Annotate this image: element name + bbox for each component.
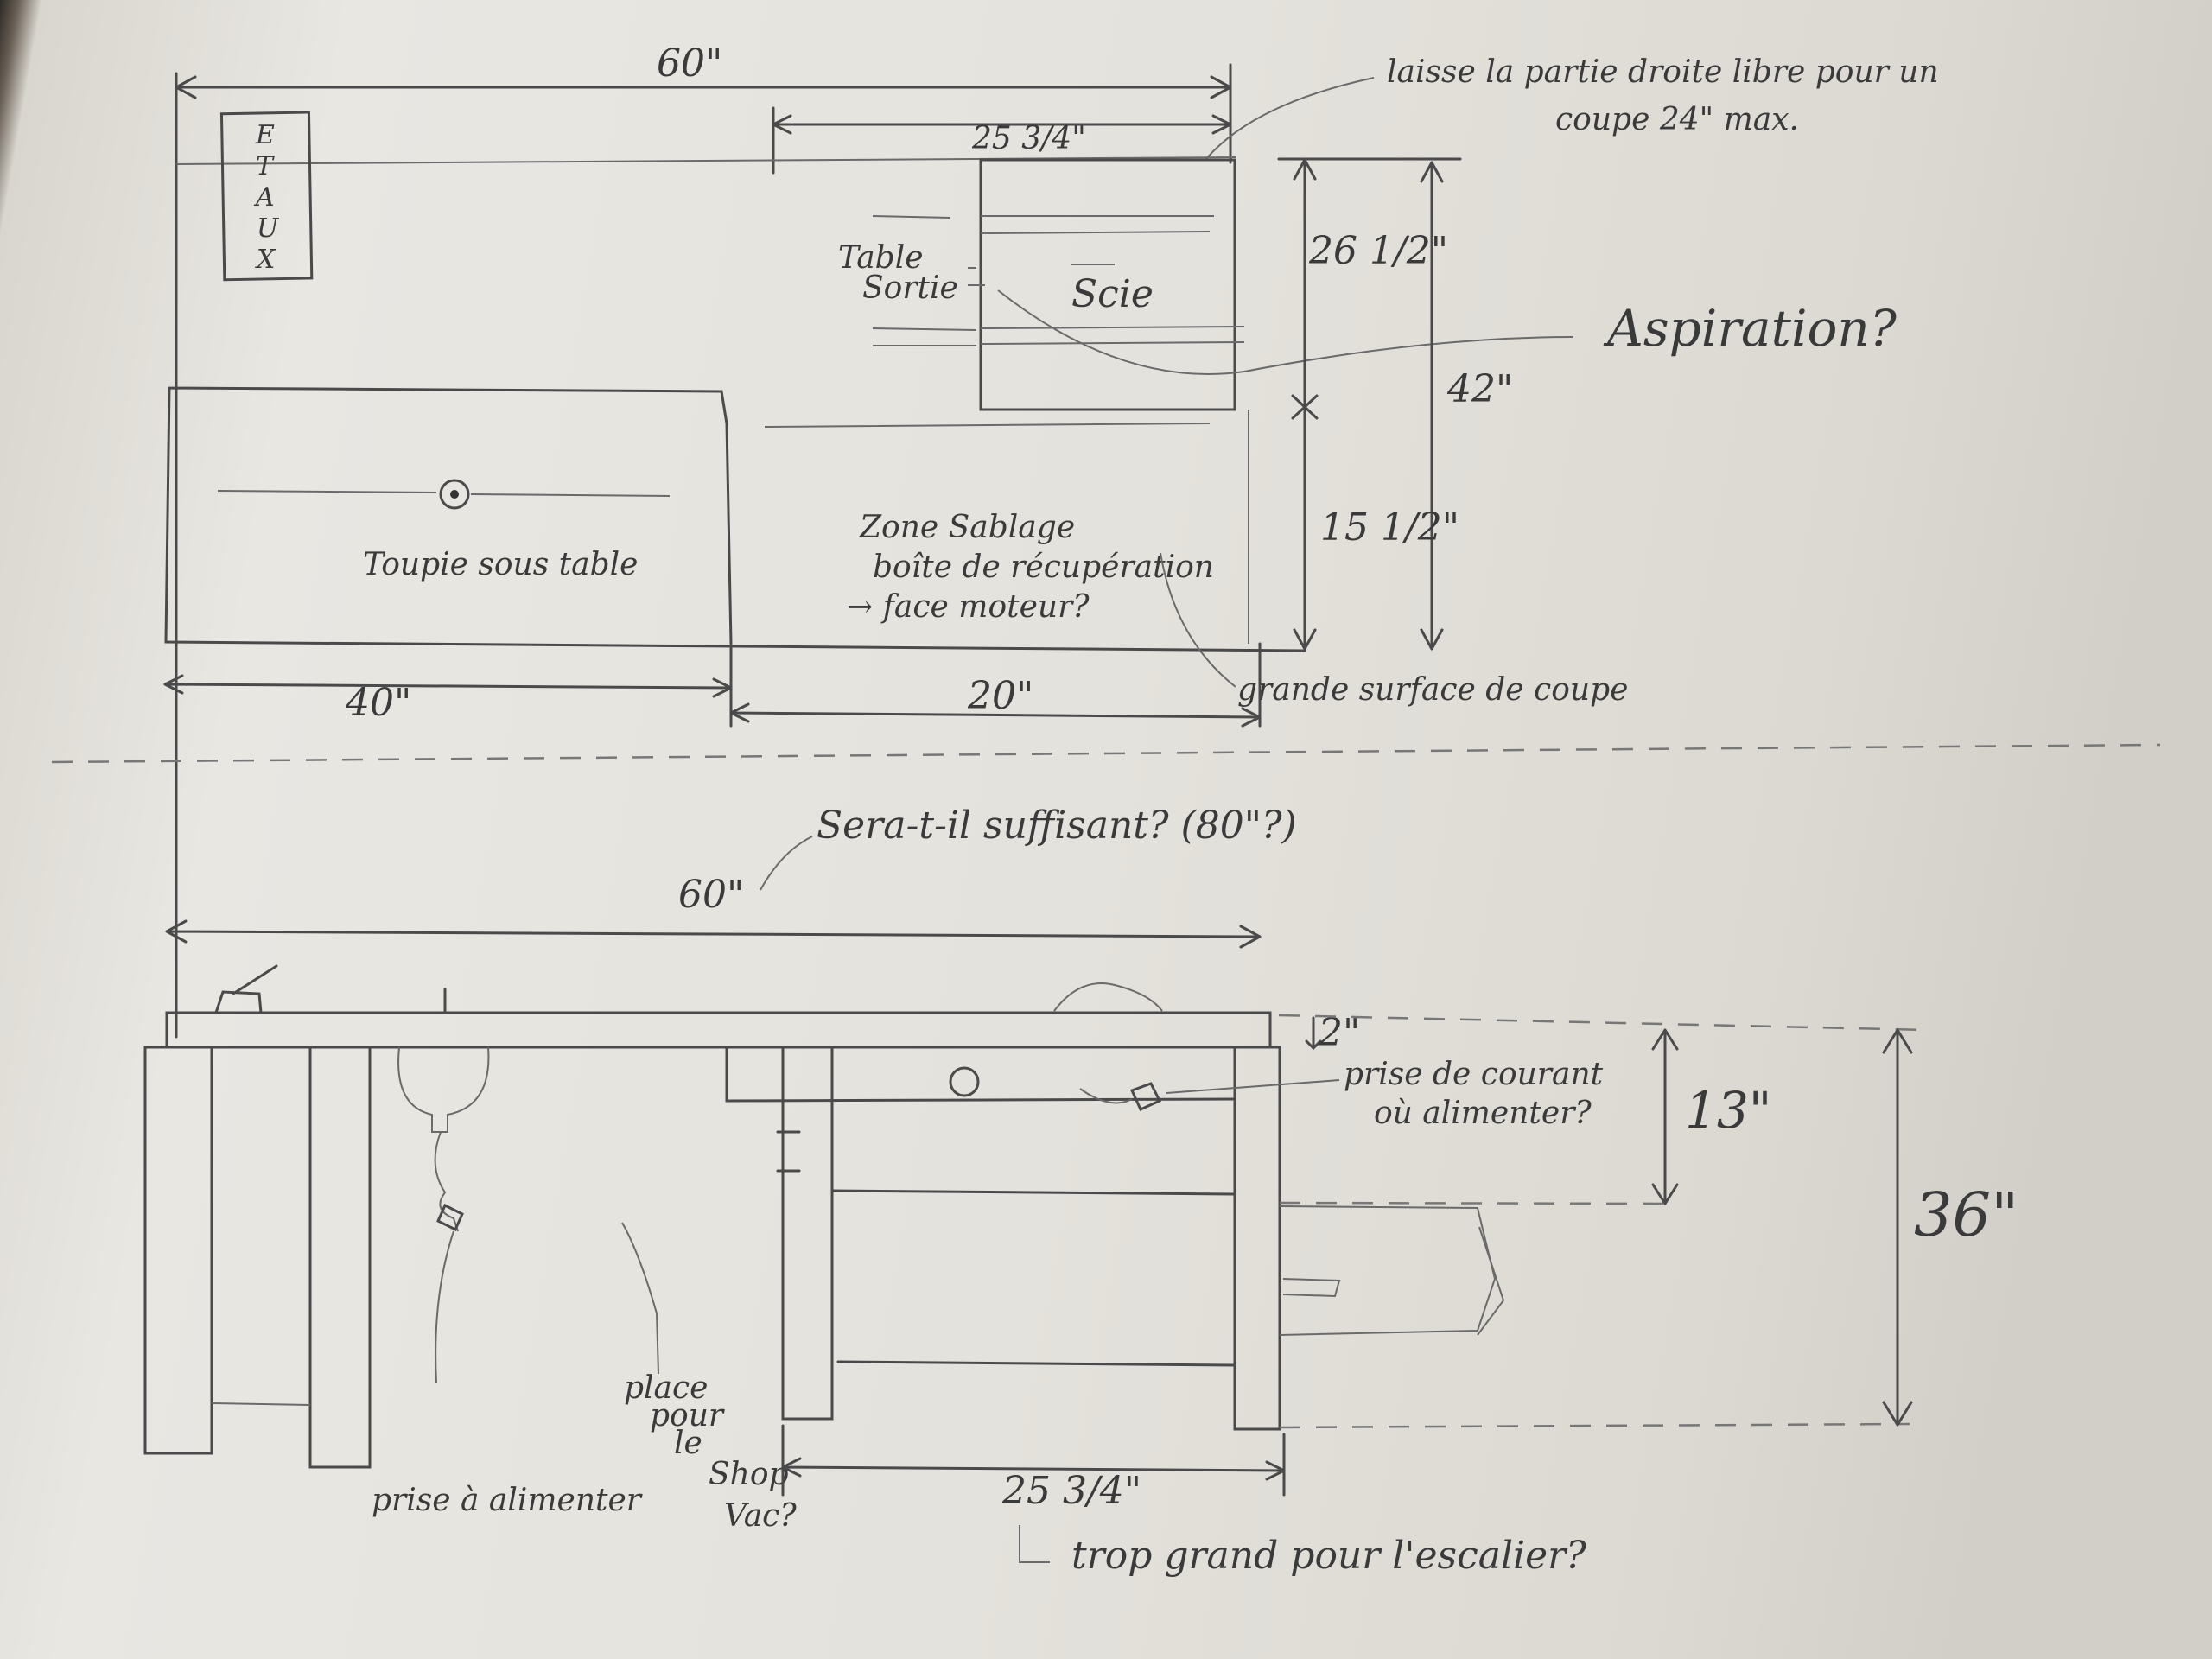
pullout-drawer [1279, 1205, 1505, 1336]
router-label: Toupie sous table [363, 547, 638, 582]
saw-blade-icon [1053, 982, 1163, 1012]
saw-fence-lines [872, 215, 1245, 346]
dim-label-25-3-4: 25 3/4" [971, 121, 1086, 156]
vise-letter: X [255, 245, 276, 275]
dust-collection-note: Aspiration? [1603, 299, 1897, 358]
vise-letter: T [256, 151, 275, 181]
vise-handle [214, 964, 278, 1014]
vise-letter: A [253, 182, 275, 213]
shop-vac-label: Shop [709, 1457, 789, 1492]
dim-60-top [175, 63, 1232, 1039]
dim-label-13: 13" [1685, 1081, 1771, 1140]
outlet-icon [1129, 1082, 1162, 1111]
outfeed-label: Sortie [862, 270, 958, 306]
dim-label-42: 42" [1446, 367, 1513, 411]
outlet-note: prise de courant [1344, 1057, 1604, 1092]
power-outlet-label: prise à alimenter [372, 1483, 643, 1518]
dim-36 [1882, 1028, 1913, 1427]
dim-13 [1651, 1028, 1679, 1205]
router-table [164, 386, 1306, 652]
dim-label-25-3-4-bottom: 25 3/4" [1001, 1469, 1141, 1513]
shop-vac-label: le [674, 1426, 702, 1461]
stretcher-left [211, 1402, 311, 1406]
front-view: Sera-t-il suffisant? (80"?) 60" place po… [143, 804, 2018, 1578]
reference-lines [1278, 1014, 1928, 1429]
dim-label-26-1-2: 26 1/2" [1308, 229, 1448, 273]
shop-vac-label: pour [650, 1398, 725, 1433]
hinge-marks [776, 1130, 801, 1173]
switch-icon [949, 1066, 980, 1097]
note-right-side: laisse la partie droite libre pour un [1387, 54, 1939, 90]
plug-icon [436, 1203, 464, 1232]
router-fence [217, 490, 671, 497]
view-separator [51, 743, 2161, 764]
outlet-leader [1079, 1079, 1340, 1104]
dim-2 [1305, 1016, 1322, 1051]
shop-vac-label: place [624, 1370, 709, 1406]
leader-line [760, 836, 813, 891]
top-edge [175, 156, 1236, 165]
dim-label-40: 40" [345, 681, 411, 725]
top-view: 60" 25 3/4" E T A U X laisse la partie d… [163, 41, 1939, 1039]
router-bit-center [450, 490, 459, 499]
outlet-note: où alimenter? [1374, 1096, 1592, 1131]
dim-label-36: 36" [1914, 1179, 2018, 1250]
leg-center [781, 1046, 834, 1421]
vise-letter: E [255, 120, 275, 150]
leader-line [1205, 77, 1375, 161]
dim-label-60-front: 60" [678, 873, 744, 917]
leg-left-back [308, 1046, 372, 1469]
vise-letter: U [257, 213, 280, 244]
dust-bag [397, 1046, 490, 1383]
dim-25-3-4-top [772, 106, 1232, 175]
dim-25-3-4-bottom [781, 1424, 1286, 1497]
saw-label: Scie [1071, 272, 1154, 316]
shop-vac-label: Vac? [724, 1498, 797, 1534]
sanding-zone-label: → face moteur? [847, 589, 1090, 625]
length-question: Sera-t-il suffisant? (80"?) [817, 804, 1297, 848]
dim-label-60: 60" [657, 41, 722, 86]
outfeed-label: Table [838, 240, 924, 276]
sanding-zone-edge [764, 410, 1249, 644]
shop-vac-leader [621, 1222, 659, 1375]
saw-cabinet [725, 1046, 1236, 1367]
width-dimensions [163, 642, 1262, 728]
dim-60-front [165, 919, 1262, 949]
dim-label-15-1-2: 15 1/2" [1320, 505, 1459, 550]
stairs-note: trop grand pour l'escalier? [1071, 1534, 1586, 1578]
cut-surface-leader [1160, 552, 1236, 688]
vise-box [219, 111, 314, 282]
sanding-zone-label: boîte de récupération [873, 550, 1214, 585]
router-bit-icon [439, 479, 470, 510]
leg-left-front [143, 1046, 213, 1455]
dim-label-2: 2" [1318, 1011, 1360, 1055]
dust-leader [997, 289, 1573, 375]
leg-right [1233, 1046, 1281, 1431]
depth-dimensions [1277, 157, 1462, 651]
dim-label-20: 20" [967, 674, 1033, 718]
sanding-zone-label: Zone Sablage [859, 510, 1075, 545]
cut-surface-label: grande surface de coupe [1237, 672, 1628, 708]
tabletop [165, 1011, 1272, 1049]
stairs-leader [1019, 1525, 1050, 1563]
note-right-side: coupe 24" max. [1555, 102, 1799, 137]
